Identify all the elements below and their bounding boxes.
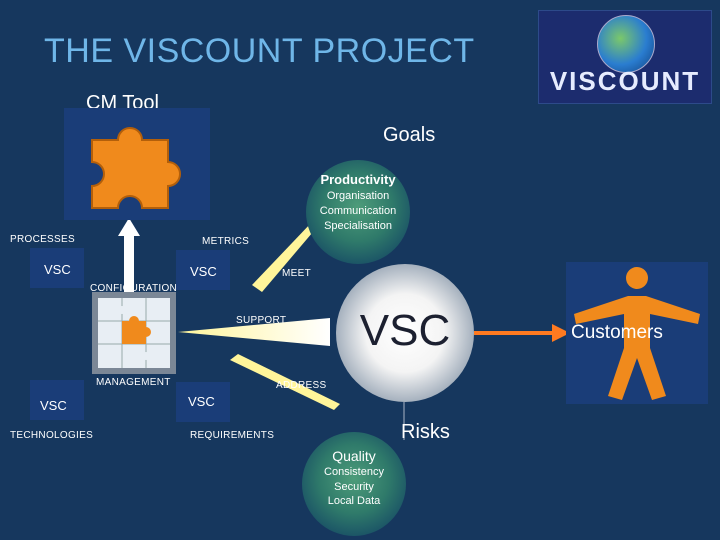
- quality-item: Local Data: [327, 495, 381, 507]
- productivity-item: Communication: [319, 205, 397, 217]
- metrics-label: METRICS: [202, 236, 250, 247]
- productivity-item: Specialisation: [324, 220, 392, 232]
- central-puzzle-grid: [92, 292, 176, 374]
- support-label: SUPPORT: [236, 315, 287, 326]
- viscount-logo: VISCOUNT: [538, 10, 712, 104]
- beam-to-address: [230, 354, 340, 410]
- vsc-piece-label: VSC: [188, 394, 215, 409]
- beam-to-support: [178, 318, 330, 346]
- arrow-to-customers-head: [552, 324, 570, 342]
- vsc-piece-top-right: VSC: [176, 250, 230, 290]
- vsc-piece-bottom-left: VSC: [30, 380, 84, 420]
- vsc-piece-label: VSC: [190, 264, 217, 279]
- cm-tool-panel: [64, 108, 210, 220]
- requirements-label: REQUIREMENTS: [190, 430, 275, 441]
- meet-label: MEET: [282, 268, 311, 279]
- quality-item: Security: [334, 481, 374, 493]
- puzzle-piece-icon: [91, 127, 181, 209]
- globe-icon: [597, 15, 655, 73]
- quality-item: Consistency: [324, 466, 384, 478]
- puzzle-grid-icon: [98, 298, 170, 368]
- person-icon: [574, 267, 700, 400]
- processes-label: PROCESSES: [10, 234, 75, 245]
- vsc-piece-label: VSC: [44, 262, 71, 277]
- vsc-piece-label: VSC: [40, 398, 67, 413]
- productivity-item: Organisation: [326, 190, 390, 202]
- risks-label: Risks: [401, 421, 450, 443]
- customers-label: Customers: [571, 322, 663, 343]
- configuration-label: CONFIGURATION: [90, 283, 178, 294]
- goals-label: Goals: [383, 124, 436, 146]
- quality-bubble: Quality Consistency Security Local Data: [302, 432, 406, 536]
- logo-text: VISCOUNT: [549, 66, 701, 96]
- vsc-piece-bottom-right: VSC: [176, 382, 230, 422]
- productivity-bubble: Productivity Organisation Communication …: [306, 160, 410, 264]
- address-label: ADDRESS: [276, 380, 327, 391]
- arrow-up-to-cm-tool: [118, 218, 140, 292]
- management-label: MANAGEMENT: [96, 377, 171, 388]
- vsc-center-label: VSC: [359, 306, 451, 355]
- page-title: THE VISCOUNT PROJECT: [44, 32, 475, 70]
- customer-panel: [566, 262, 708, 404]
- quality-title: Quality: [332, 448, 376, 464]
- technologies-label: TECHNOLOGIES: [10, 430, 94, 441]
- vsc-center-bubble: VSC: [336, 264, 474, 402]
- productivity-title: Productivity: [320, 172, 396, 187]
- vsc-piece-top-left: VSC: [30, 248, 84, 288]
- beam-to-productivity: [252, 222, 318, 292]
